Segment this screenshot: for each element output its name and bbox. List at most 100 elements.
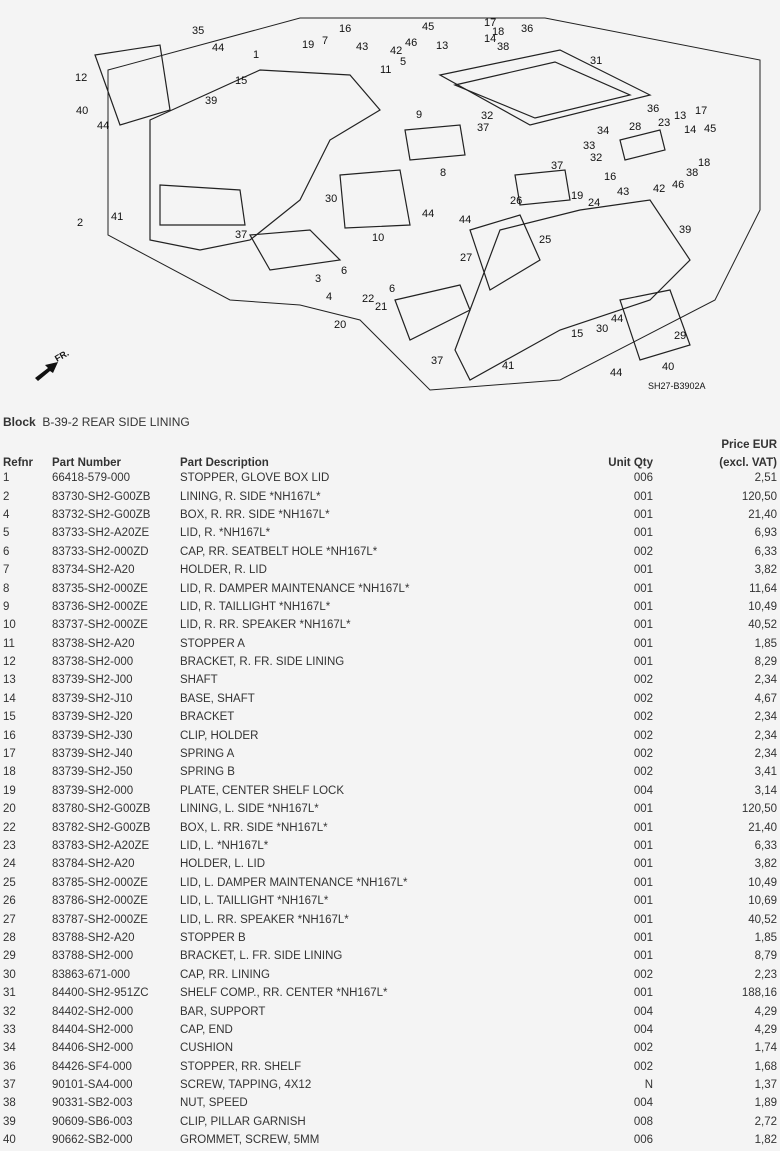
description-cell: BRACKET, R. FR. SIDE LINING	[180, 656, 345, 669]
qty-cell: 001	[633, 931, 653, 944]
callout-number: 38	[497, 41, 509, 53]
refnr-cell: 24	[3, 858, 16, 871]
part-number-cell: 84426-SF4-000	[52, 1060, 132, 1073]
callout-number: 16	[339, 23, 351, 35]
part-number-cell: 83737-SH2-000ZE	[52, 619, 148, 632]
description-header: Part Description	[180, 457, 269, 469]
refnr-cell: 34	[3, 1042, 16, 1055]
part-number-cell: 90609-SB6-003	[52, 1115, 133, 1128]
callout-number: 29	[674, 330, 686, 342]
price-cell: 40,52	[748, 913, 777, 926]
callout-number: 38	[686, 167, 698, 179]
price-cell: 1,89	[754, 1097, 777, 1110]
refnr-cell: 33	[3, 1023, 16, 1036]
price-cell: 2,34	[754, 748, 777, 761]
part-number-cell: 84406-SH2-000	[52, 1042, 134, 1055]
refnr-cell: 12	[3, 656, 16, 669]
qty-cell: 002	[633, 545, 653, 558]
description-cell: LID, L. TAILLIGHT *NH167L*	[180, 895, 329, 908]
qty-cell: 002	[633, 692, 653, 705]
callout-number: 36	[647, 103, 659, 115]
part-number-cell: 83734-SH2-A20	[52, 564, 135, 577]
callout-number: 18	[492, 26, 504, 38]
callout-number: 37	[551, 160, 563, 172]
price-cell: 3,82	[754, 858, 777, 871]
qty-cell: 001	[633, 858, 653, 871]
refnr-cell: 18	[3, 766, 16, 779]
qty-cell: 001	[633, 508, 653, 521]
description-cell: GROMMET, SCREW, 5MM	[180, 1134, 320, 1147]
callout-number: 26	[510, 195, 522, 207]
callout-number: 19	[302, 39, 314, 51]
callout-number: 44	[459, 214, 471, 226]
description-cell: HOLDER, L. LID	[180, 858, 265, 871]
price-cell: 1,85	[754, 637, 777, 650]
refnr-cell: 30	[3, 968, 16, 981]
callout-number: 44	[212, 42, 224, 54]
part-number-cell: 83733-SH2-A20ZE	[52, 527, 150, 540]
callout-number: 44	[610, 367, 622, 379]
callout-number: 21	[375, 301, 387, 313]
qty-cell: 001	[633, 564, 653, 577]
description-cell: SHELF COMP., RR. CENTER *NH167L*	[180, 987, 388, 1000]
callout-number: 42	[653, 183, 665, 195]
description-cell: SHAFT	[180, 674, 218, 687]
part-number-cell: 90331-SB2-003	[52, 1097, 133, 1110]
callout-number: 12	[75, 72, 87, 84]
price-cell: 2,23	[754, 968, 777, 981]
qty-cell: 001	[633, 803, 653, 816]
description-cell: BRACKET	[180, 711, 235, 724]
description-cell: HOLDER, R. LID	[180, 564, 267, 577]
callout-number: 24	[588, 197, 600, 209]
refnr-cell: 37	[3, 1079, 16, 1092]
callout-number: 13	[674, 110, 686, 122]
price-cell: 4,29	[754, 1023, 777, 1036]
price-cell: 6,93	[754, 527, 777, 540]
refnr-cell: 16	[3, 729, 16, 742]
refnr-cell: 28	[3, 931, 16, 944]
callout-number: 41	[502, 360, 514, 372]
block-value: B-39-2 REAR SIDE LINING	[42, 415, 190, 429]
part-number-cell: 83786-SH2-000ZE	[52, 895, 148, 908]
callout-number: 14	[684, 124, 696, 136]
part-number-cell: 83739-SH2-J20	[52, 711, 133, 724]
price-cell: 21,40	[748, 821, 777, 834]
qty-cell: 002	[633, 711, 653, 724]
description-cell: CAP, RR. LINING	[180, 968, 270, 981]
refnr-cell: 14	[3, 692, 16, 705]
part-number-cell: 83780-SH2-G00ZB	[52, 803, 151, 816]
callout-number: 43	[617, 186, 629, 198]
qty-cell: 002	[633, 748, 653, 761]
qty-cell: 002	[633, 968, 653, 981]
description-cell: NUT, SPEED	[180, 1097, 248, 1110]
callout-number: 40	[662, 361, 674, 373]
description-cell: STOPPER B	[180, 931, 246, 944]
description-cell: BAR, SUPPORT	[180, 1005, 266, 1018]
callout-number: 6	[389, 283, 395, 295]
refnr-cell: 17	[3, 748, 16, 761]
description-cell: LID, R. *NH167L*	[180, 527, 271, 540]
callout-number: 30	[325, 193, 337, 205]
callout-number: 36	[521, 23, 533, 35]
callout-number: 25	[539, 234, 551, 246]
price-cell: 3,41	[754, 766, 777, 779]
callout-number: 37	[431, 355, 443, 367]
price-cell: 40,52	[748, 619, 777, 632]
description-cell: BOX, R. RR. SIDE *NH167L*	[180, 508, 330, 521]
front-direction-arrow-icon	[35, 362, 58, 381]
part-number-cell: 83739-SH2-J10	[52, 692, 133, 705]
price-cell: 1,82	[754, 1134, 777, 1147]
